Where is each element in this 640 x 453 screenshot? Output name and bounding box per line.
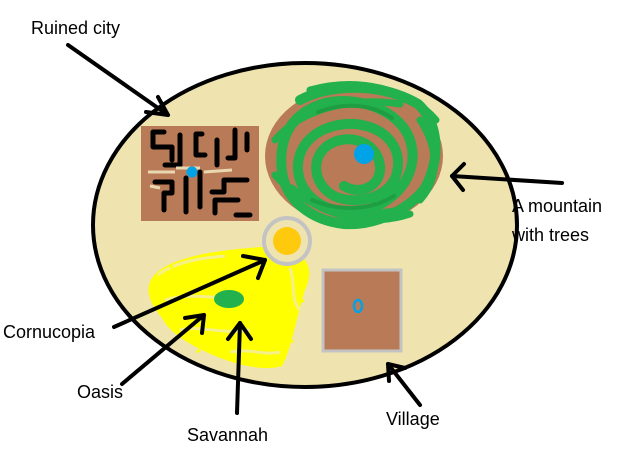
mountain-with-trees (265, 81, 443, 230)
savannah-arrow (226, 321, 253, 415)
label-savannah: Savannah (187, 425, 268, 445)
label-oasis: Oasis (77, 382, 123, 402)
mountain-arrow (450, 162, 564, 192)
cornucopia (262, 216, 312, 266)
label-arrows (66, 43, 564, 415)
oasis-pond (214, 290, 244, 308)
ruined-city (141, 126, 259, 221)
oasis-arrow (120, 313, 206, 386)
ruined-city-water-dot (186, 166, 198, 178)
label-cornucopia: Cornucopia (3, 322, 96, 342)
cornucopia-arrow (112, 254, 267, 329)
village-arrow (386, 362, 422, 407)
label-ruined-city: Ruined city (31, 18, 120, 38)
label-village: Village (386, 409, 440, 429)
mountain-water-dot (354, 144, 374, 164)
label-mountain-line1: A mountain (512, 196, 602, 216)
ruined-city-arrow (66, 43, 170, 117)
label-mountain-line2: with trees (511, 225, 589, 245)
village (321, 268, 403, 353)
village-water-dot (352, 298, 364, 314)
